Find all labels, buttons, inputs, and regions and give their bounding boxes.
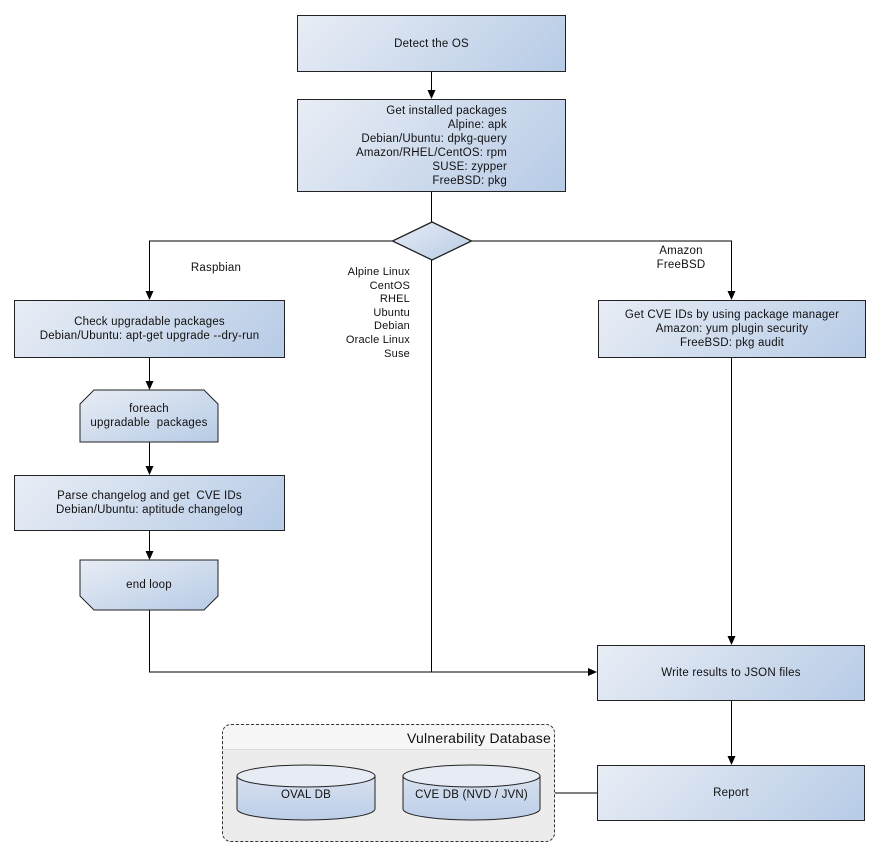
vulnerability-database-title: Vulnerability Database <box>223 725 554 750</box>
cve-db-label: CVE DB (NVD / JVN) <box>415 789 528 801</box>
node-get-cve-ids-label: Get CVE IDs by using package manager Ama… <box>624 309 840 349</box>
node-parse-changelog: Parse changelog and get CVE IDs Debian/U… <box>14 475 285 531</box>
node-report: Report <box>597 765 865 821</box>
node-detect-os-label: Detect the OS <box>394 37 469 50</box>
oval-db-label: OVAL DB <box>281 789 331 801</box>
arrowhead-icon <box>145 381 154 390</box>
arrowhead-icon <box>145 551 154 560</box>
node-foreach-loop: foreach upgradable packages <box>80 390 218 442</box>
os-decision-diamond <box>391 221 473 261</box>
arrowhead-icon <box>588 668 597 676</box>
arrowhead-icon <box>145 291 154 300</box>
node-parse-changelog-label: Parse changelog and get CVE IDs Debian/U… <box>56 490 243 516</box>
node-check-upgradable-packages-label: Check upgradable packages Debian/Ubuntu:… <box>39 316 260 342</box>
end-loop-shape <box>79 559 219 611</box>
node-write-results-label: Write results to JSON files <box>661 667 801 679</box>
node-end-loop: end loop <box>80 560 218 610</box>
edge-diamond-to-getcve <box>471 240 732 291</box>
node-get-installed-packages: Get installed packages Alpine: apk Debia… <box>297 99 566 192</box>
node-report-label: Report <box>713 787 749 799</box>
node-end-loop-label: end loop <box>126 579 172 591</box>
node-get-cve-ids: Get CVE IDs by using package manager Ama… <box>598 300 866 358</box>
node-write-results: Write results to JSON files <box>597 645 865 701</box>
node-foreach-loop-label: foreach upgradable packages <box>90 403 208 429</box>
cve-db-label-box: CVE DB (NVD / JVN) <box>403 772 540 818</box>
node-detect-os: Detect the OS <box>297 15 566 72</box>
foreach-loop-shape <box>79 389 219 443</box>
arrowhead-icon <box>145 466 154 475</box>
edge-diamond-to-check <box>149 240 393 291</box>
arrowhead-icon <box>727 291 736 300</box>
arrowhead-icon <box>727 756 736 765</box>
node-get-installed-packages-label: Get installed packages Alpine: apk Debia… <box>356 104 507 187</box>
edge-label-raspbian: Raspbian <box>190 262 242 274</box>
edge-label-amazon-freebsd: Amazon FreeBSD <box>656 245 706 271</box>
arrowhead-icon <box>427 90 436 99</box>
edge-label-os-list: Alpine Linux CentOS RHEL Ubuntu Debian O… <box>345 266 410 360</box>
node-check-upgradable-packages: Check upgradable packages Debian/Ubuntu:… <box>14 300 285 358</box>
arrowhead-icon <box>727 636 736 645</box>
oval-db-label-box: OVAL DB <box>237 772 375 818</box>
edge-endloop-to-write <box>149 610 588 673</box>
